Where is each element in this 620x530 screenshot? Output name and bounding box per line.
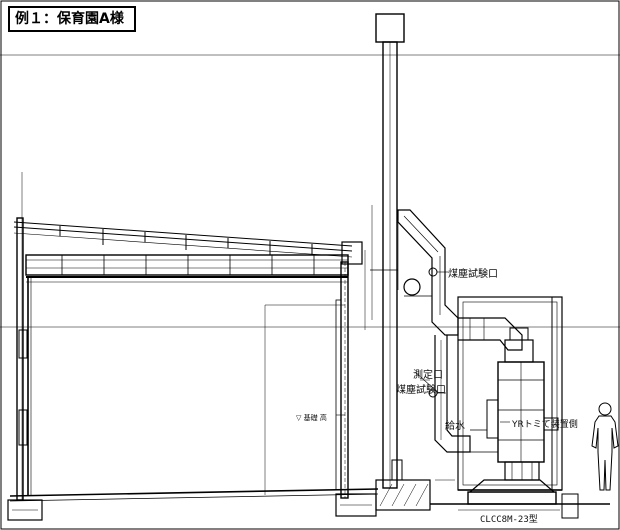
boiler-enclosure: [457, 296, 563, 491]
reference-lines: [0, 54, 620, 500]
leader-lines: [336, 271, 510, 423]
flue-duct: [370, 209, 523, 453]
ground-line: [430, 493, 610, 519]
model-name-label: CLCC8M-23型: [480, 515, 538, 525]
soot-test-port-lower-label: 煤塵試験口: [396, 385, 446, 396]
page-title: 例１：保育園A様: [8, 6, 136, 32]
building-section: [7, 217, 379, 521]
person-silhouette-icon: [591, 402, 619, 491]
floor-level-label: ▽ 基礎 高: [296, 414, 327, 422]
boiler-unit: [467, 327, 559, 505]
soot-test-port-upper-label: 煤塵試験口: [448, 269, 498, 280]
right-side-note-label: YRトミて装置側: [512, 420, 578, 430]
chimney-stack: [375, 13, 431, 511]
water-supply-label: 給水: [445, 421, 465, 432]
measurement-port-label: 測定口: [413, 370, 443, 381]
